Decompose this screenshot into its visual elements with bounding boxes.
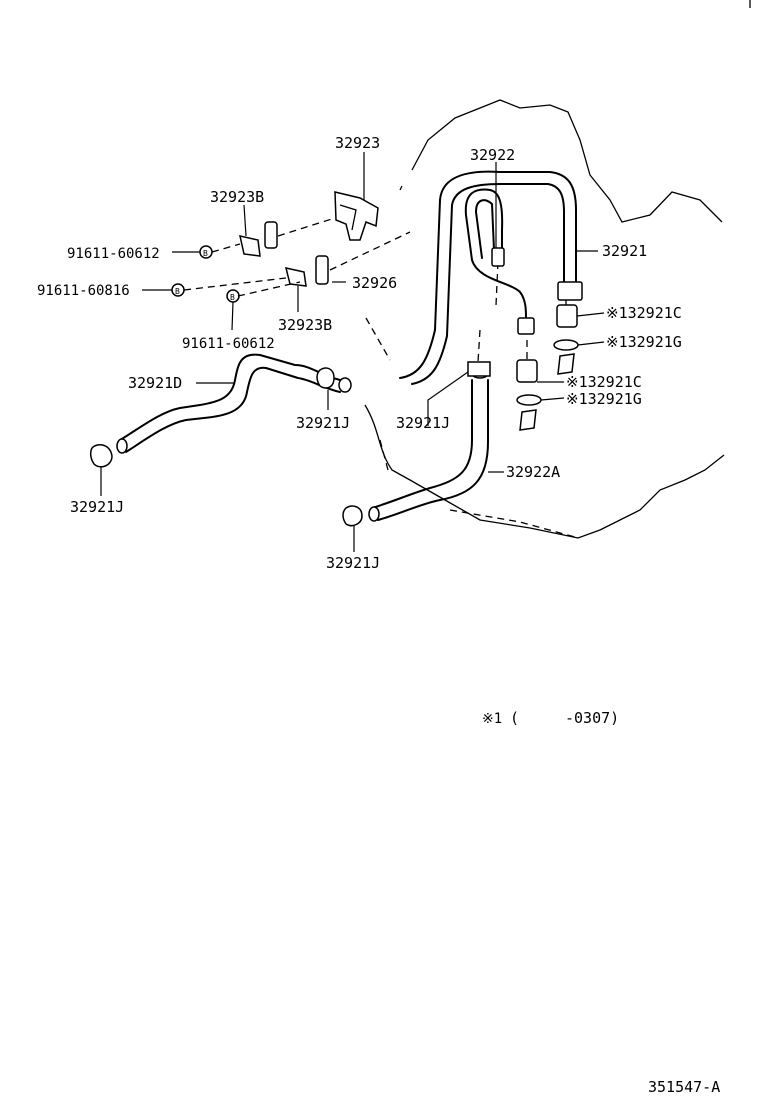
svg-text:B: B <box>175 287 180 296</box>
hose-32921D <box>116 353 352 454</box>
label-32921J-a: 32921J <box>296 414 350 432</box>
label-32921J-d: 32921J <box>326 554 380 572</box>
fitting-32921C-a <box>556 304 578 328</box>
label-32923B-bottom: 32923B <box>278 316 332 334</box>
label-91611-60816: 91611-60816 <box>37 283 130 299</box>
label-32926: 32926 <box>352 274 397 292</box>
label-32921J-b: 32921J <box>396 414 450 432</box>
bracket-32923 <box>334 191 379 241</box>
oring-32921G-b <box>516 394 542 406</box>
label-91611-60612-b: 91611-60612 <box>182 336 275 352</box>
label-32923B-top: 32923B <box>210 188 264 206</box>
diagram-id: 351547-A <box>648 1078 720 1096</box>
oring-32921G-a <box>553 339 579 351</box>
label-91611-60612-a: 91611-60612 <box>67 246 160 262</box>
hose-32922A <box>368 365 490 522</box>
label-32921C-a: ※132921C <box>606 304 682 322</box>
svg-text:B: B <box>203 249 208 258</box>
engine-outline <box>364 0 751 539</box>
assembly-dashed-lines <box>183 217 567 363</box>
clamp-32923B-bottom <box>284 255 329 287</box>
label-32922A: 32922A <box>506 463 560 481</box>
leader-lines <box>100 152 605 552</box>
footnote-open-paren: ( <box>510 709 519 727</box>
label-32921: 32921 <box>602 242 647 260</box>
label-32921G-a: ※132921G <box>606 333 682 351</box>
label-32921C-b: ※132921C <box>566 373 642 391</box>
port-stubs <box>519 353 575 431</box>
bolt-icons: B B B <box>171 245 240 303</box>
part-labels: 32923 32922 32923B 91611-60612 91611-608… <box>37 134 682 572</box>
label-32921J-c: 32921J <box>70 498 124 516</box>
footnote: ※1 ( -0307) <box>482 709 619 727</box>
footnote-range: -0307) <box>565 709 619 727</box>
clamp-32923B-top <box>239 221 278 257</box>
label-32921D: 32921D <box>128 374 182 392</box>
label-32922: 32922 <box>470 146 515 164</box>
label-32921G-b: ※132921G <box>566 390 642 408</box>
footnote-marker: ※1 <box>482 711 502 727</box>
clamp-32921J-icons <box>89 361 491 527</box>
fitting-32921C-b <box>516 359 538 383</box>
svg-text:B: B <box>230 293 235 302</box>
label-32923: 32923 <box>335 134 380 152</box>
pipe-32922 <box>464 188 535 335</box>
pipe-32921 <box>399 170 583 385</box>
